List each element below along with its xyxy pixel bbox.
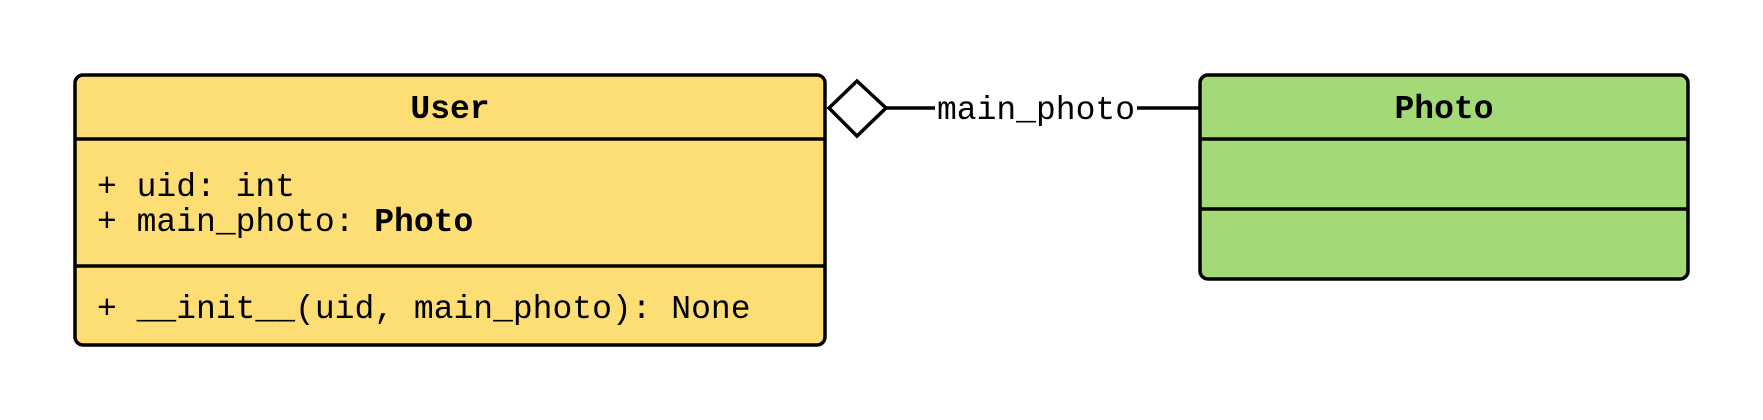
class-user-name: User — [410, 91, 489, 128]
aggregation-diamond-icon — [826, 78, 889, 139]
class-user-attribute: + uid: int — [97, 169, 295, 206]
class-user[interactable]: User + uid: int + main_photo: Photo + __… — [73, 73, 827, 347]
class-user-attribute: + main_photo: Photo — [97, 204, 473, 241]
class-photo-name: Photo — [1394, 91, 1493, 128]
class-photo-box — [1198, 73, 1690, 281]
class-user-box — [73, 73, 827, 347]
aggregation-relation[interactable]: main_photo — [826, 78, 1200, 139]
relation-label: main_photo — [937, 92, 1135, 129]
class-photo[interactable]: Photo — [1198, 73, 1690, 281]
class-user-method: + __init__(uid, main_photo): None — [97, 291, 751, 328]
